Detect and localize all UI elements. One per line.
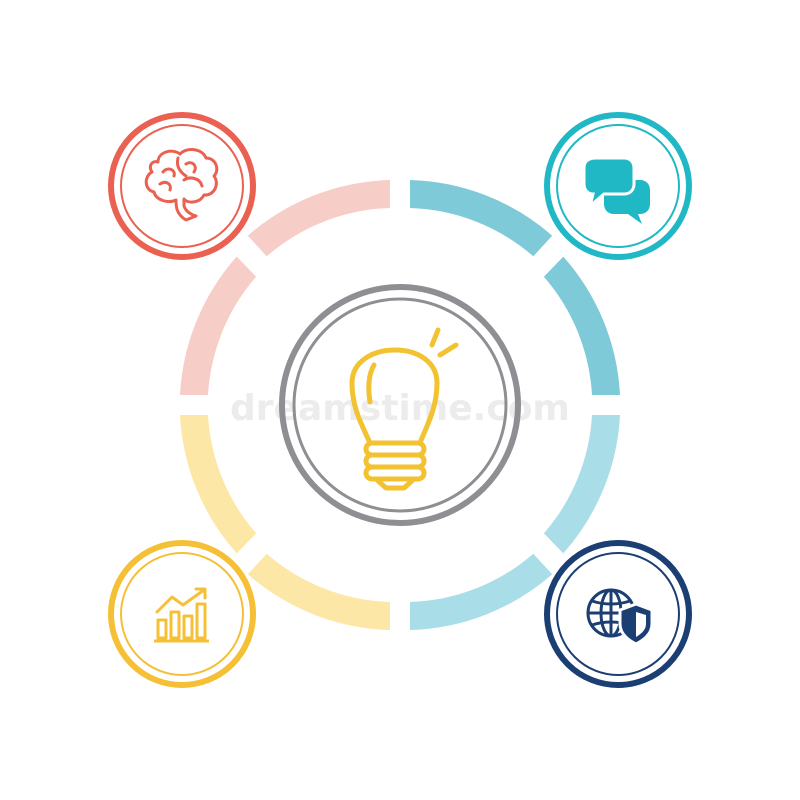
node-bottom-left bbox=[108, 540, 256, 688]
ring-segment-bottom-right-lower bbox=[410, 553, 553, 630]
node-inner-ring bbox=[120, 552, 244, 676]
watermark-text: dreamstime.com bbox=[230, 388, 570, 429]
segment-ring bbox=[180, 180, 620, 630]
node-outer-ring bbox=[544, 112, 692, 260]
ring-segment-top-left-upper bbox=[247, 180, 390, 257]
ring-segment-top-right-lower bbox=[543, 256, 620, 395]
node-inner-ring bbox=[120, 124, 244, 248]
node-top-right bbox=[544, 112, 692, 260]
lightbulb-icon bbox=[349, 327, 459, 491]
node-inner-ring bbox=[556, 124, 680, 248]
center-inner-ring bbox=[292, 297, 508, 513]
chat-bubbles-icon bbox=[582, 156, 650, 224]
ring-segment-bottom-left-lower bbox=[247, 553, 390, 630]
center-outer-ring bbox=[279, 284, 521, 526]
node-outer-ring bbox=[544, 540, 692, 688]
brain-icon bbox=[144, 148, 219, 222]
ring-segment-bottom-right-upper bbox=[543, 415, 620, 554]
node-inner-ring bbox=[556, 552, 680, 676]
node-top-left bbox=[108, 112, 256, 260]
ring-segment-bottom-left-upper bbox=[180, 415, 257, 554]
node-outer-ring bbox=[108, 112, 256, 260]
center-badge bbox=[279, 284, 521, 526]
node-outer-ring bbox=[108, 540, 256, 688]
globe-shield-icon bbox=[586, 588, 654, 646]
node-bottom-right bbox=[544, 540, 692, 688]
ring-segment-top-right-upper bbox=[410, 180, 553, 257]
ring-segment-top-left-lower bbox=[180, 256, 257, 395]
growth-chart-icon bbox=[154, 587, 209, 643]
